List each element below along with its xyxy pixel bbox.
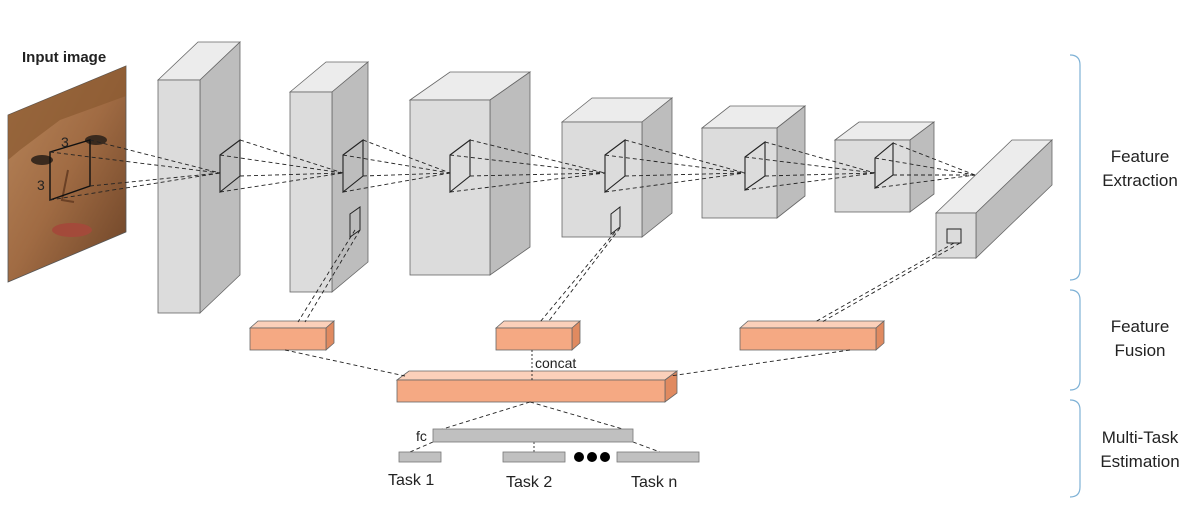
dashed-line-20: [604, 172, 746, 193]
input-face-image: [7, 65, 127, 283]
dashed-line-38: [529, 401, 634, 433]
conv-block-1-front: [157, 79, 201, 314]
dashed-line-23: [744, 156, 876, 174]
conv-blocks: [156, 41, 1053, 314]
concat-bar: [395, 370, 679, 403]
conv-block-4-side: [641, 97, 673, 238]
conv-block-7: [935, 139, 1053, 259]
kernel-height-label: 3: [37, 177, 45, 193]
dashed-line-27: [874, 157, 976, 176]
dashed-line-4: [49, 172, 221, 201]
task-1-bar: [398, 451, 442, 463]
stage-2-label-line2: Fusion: [1114, 341, 1165, 360]
dashed-line-36: [669, 349, 851, 377]
fusion-bar-2: [494, 320, 582, 351]
fc-label: fc: [416, 428, 427, 444]
task-2-label: Task 2: [506, 474, 552, 491]
fusion-bar-1: [248, 320, 336, 351]
dashed-line-40: [632, 441, 661, 453]
task-n-label: Task n: [631, 474, 677, 491]
dashed-line-6: [239, 172, 344, 177]
dashed-line-21: [764, 141, 876, 174]
dashed-line-2: [89, 139, 221, 174]
dashed-line-34: [821, 242, 961, 323]
kernel-width-label: 3: [61, 134, 69, 150]
stage-brackets: [1069, 54, 1081, 498]
concat-bar-top: [395, 370, 679, 381]
dashed-line-16: [449, 172, 606, 193]
dashed-line-24: [744, 172, 876, 191]
conv-block-4: [560, 97, 674, 238]
conv-block-7-front: [935, 212, 977, 259]
fusion-bar-2-top: [494, 320, 582, 329]
dashed-line-13: [469, 139, 606, 174]
stage-3-label-line2: Estimation: [1100, 452, 1179, 471]
dashed-line-33: [814, 242, 955, 323]
fusion-bar-1-top: [248, 320, 336, 329]
dashed-line-14: [469, 172, 606, 177]
fc-bar: [432, 428, 634, 443]
dashed-line-9: [362, 139, 451, 174]
fusion-bar-3: [738, 320, 886, 351]
conv-block-4-front: [561, 121, 643, 238]
stage-1-label-line2: Extraction: [1102, 171, 1178, 190]
dashed-line-35: [284, 349, 406, 377]
task-2-bar: [502, 451, 566, 463]
dashed-line-10: [362, 172, 451, 177]
dashed-line-28: [874, 174, 976, 189]
conv-block-6-front: [834, 139, 911, 213]
stage-3-label-line1: Multi-Task: [1102, 428, 1179, 447]
fusion-bars: [248, 320, 886, 403]
dashed-line-22: [764, 172, 876, 177]
dashed-connections: [49, 139, 976, 453]
dashed-line-19: [604, 154, 746, 174]
sample-window-2: [610, 205, 621, 236]
conv-block-3-side: [489, 71, 531, 276]
stage-2-label-line1: Feature: [1111, 317, 1170, 336]
dashed-line-30: [304, 229, 361, 323]
dashed-line-31: [539, 231, 616, 323]
stage-1-label-line1: Feature: [1111, 147, 1170, 166]
conv-block-6: [833, 121, 936, 213]
conv-block-5: [700, 105, 807, 219]
conv-block-2-front: [289, 91, 333, 293]
dashed-line-15: [449, 154, 606, 174]
fusion-bar-3-top: [738, 320, 886, 329]
task-n-bar: [616, 451, 700, 463]
fc-layer: [398, 428, 700, 463]
dashed-line-25: [892, 142, 976, 176]
concat-label: concat: [535, 355, 576, 371]
dashed-line-32: [547, 227, 621, 323]
conv-block-2: [288, 61, 370, 293]
dashed-line-1: [49, 151, 221, 174]
conv-block-1: [156, 41, 242, 314]
dashed-line-18: [624, 172, 746, 177]
concat-bar-front: [396, 379, 666, 403]
dashed-line-3: [89, 172, 221, 187]
task-1-label: Task 1: [388, 472, 434, 489]
fusion-bar-1-front: [249, 327, 327, 351]
input-image-label: Input image: [22, 49, 106, 66]
fusion-bar-2-front: [495, 327, 573, 351]
fusion-bar-3-front: [739, 327, 877, 351]
ellipsis-dots: [574, 452, 610, 462]
dashed-line-37: [432, 401, 531, 433]
